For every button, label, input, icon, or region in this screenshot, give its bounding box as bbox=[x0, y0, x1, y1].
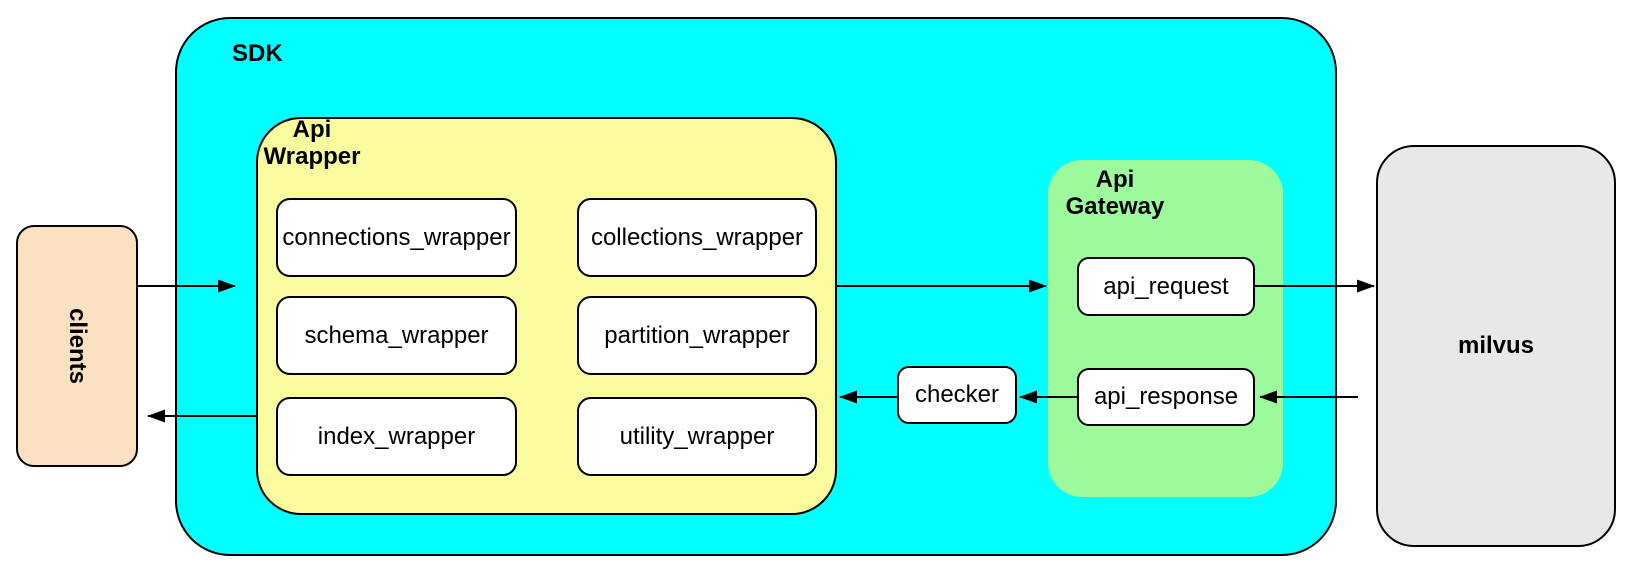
module-index-wrapper: index_wrapper bbox=[276, 397, 517, 476]
clients-label: clients bbox=[64, 307, 91, 385]
module-connections-wrapper: connections_wrapper bbox=[276, 198, 517, 277]
clients-node: clients bbox=[16, 225, 138, 467]
api-wrapper-title: Api Wrapper bbox=[263, 116, 361, 170]
module-utility-wrapper: utility_wrapper bbox=[577, 397, 817, 476]
api-gateway-title: Api Gateway bbox=[1065, 166, 1165, 220]
api-gateway-container bbox=[1048, 160, 1283, 497]
module-schema-wrapper: schema_wrapper bbox=[276, 296, 517, 375]
module-collections-wrapper: collections_wrapper bbox=[577, 198, 817, 277]
checker-node: checker bbox=[897, 366, 1017, 424]
module-api-response: api_response bbox=[1077, 368, 1255, 426]
milvus-label: milvus bbox=[1457, 332, 1535, 359]
module-partition-wrapper: partition_wrapper bbox=[577, 296, 817, 375]
milvus-node: milvus bbox=[1376, 145, 1616, 547]
sdk-title: SDK bbox=[232, 40, 283, 67]
module-api-request: api_request bbox=[1077, 257, 1255, 316]
